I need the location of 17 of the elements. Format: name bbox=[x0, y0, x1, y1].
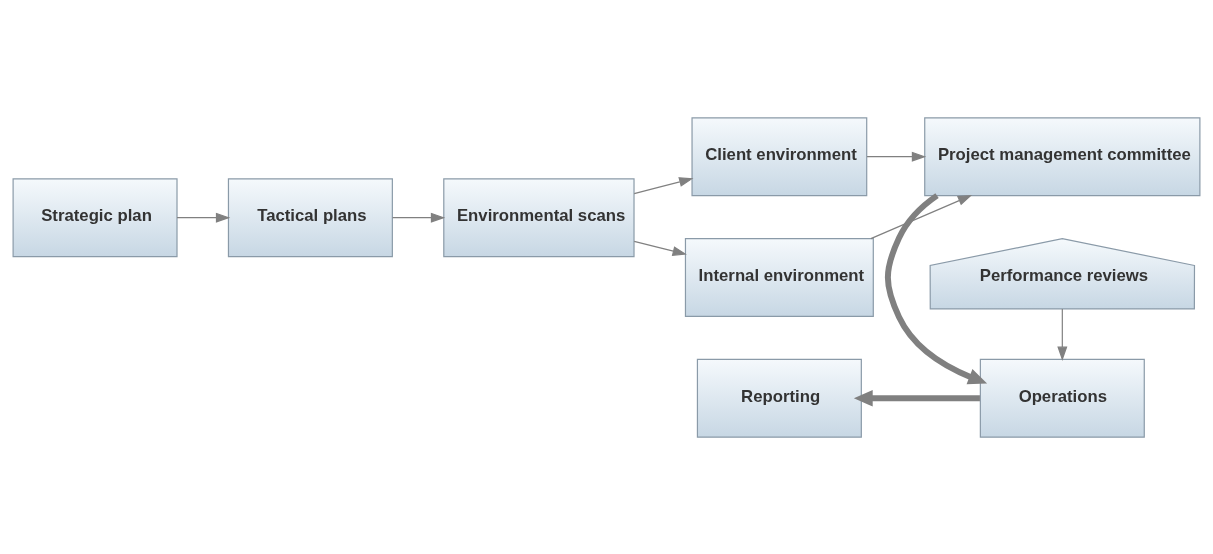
node-box: Environmental scans bbox=[443, 177, 635, 257]
arrow bbox=[884, 192, 988, 384]
node-box: Internal environment bbox=[684, 237, 874, 317]
arrow bbox=[633, 240, 687, 256]
arrow bbox=[866, 151, 927, 162]
node-box: Strategic plan bbox=[12, 177, 178, 257]
arrow bbox=[392, 212, 446, 223]
arrow bbox=[1057, 307, 1068, 361]
node-box: Project management committee bbox=[924, 116, 1201, 196]
arrow bbox=[870, 194, 973, 239]
node-box: Reporting bbox=[696, 358, 862, 438]
arrow bbox=[853, 389, 980, 407]
node-box: Operations bbox=[979, 358, 1145, 438]
node-box: Tactical plans bbox=[227, 177, 393, 257]
node-box: Client environment bbox=[691, 116, 868, 196]
arrow bbox=[176, 212, 231, 223]
arrow bbox=[633, 176, 694, 194]
